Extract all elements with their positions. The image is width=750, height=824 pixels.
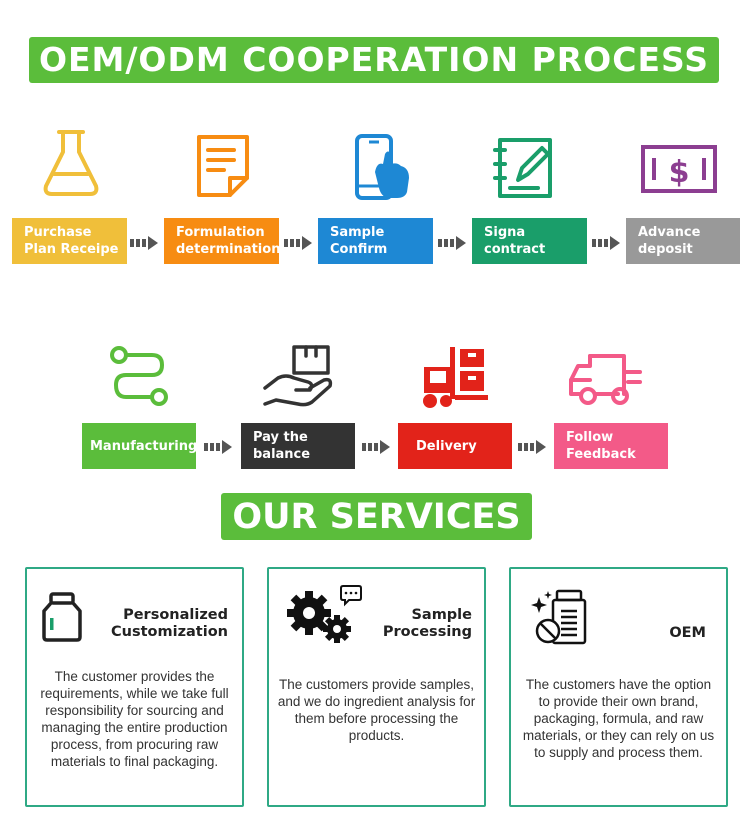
arrow-right-icon bbox=[592, 236, 620, 250]
forklift-icon bbox=[423, 347, 488, 408]
service-card-oem: OEM The customers have the option to pro… bbox=[509, 567, 728, 807]
service-card-description: The customers provide samples, and we do… bbox=[277, 677, 476, 743]
step-label: Sample Confirm bbox=[330, 225, 388, 257]
arrow-right-icon bbox=[518, 440, 546, 454]
arrow-right-icon bbox=[204, 440, 232, 454]
arrow-right-icon bbox=[362, 440, 390, 454]
step-manufacturing: Manufacturing bbox=[82, 423, 198, 469]
process-title-banner: OEM/ODM COOPERATION PROCESS bbox=[29, 37, 719, 83]
step-advance-deposit: Advance deposit bbox=[626, 218, 740, 264]
step-label: Pay the balance bbox=[253, 430, 311, 462]
service-card-description: The customers have the option to provide… bbox=[522, 677, 715, 760]
document-icon bbox=[197, 135, 249, 197]
service-card-description: The customer provides the requirements, … bbox=[40, 669, 229, 769]
step-label: Delivery bbox=[416, 438, 477, 454]
delivery-truck-icon bbox=[569, 354, 642, 405]
hand-box-icon bbox=[263, 345, 333, 407]
notebook-pen-icon bbox=[493, 138, 552, 198]
step-label: Purchase Plan Receipe bbox=[24, 225, 119, 257]
gears-chat-icon bbox=[287, 585, 362, 643]
process-flow-icon bbox=[110, 346, 168, 406]
step-label: Signa contract bbox=[484, 225, 546, 257]
step-label: Manufacturing bbox=[90, 438, 198, 454]
step-sign-contract: Signa contract bbox=[472, 218, 587, 264]
step-sample-confirm: Sample Confirm bbox=[318, 218, 433, 264]
step-label: Advance deposit bbox=[638, 225, 701, 257]
arrow-right-icon bbox=[438, 236, 466, 250]
service-card-sample: Sample Processing The customers provide … bbox=[267, 567, 486, 807]
step-purchase-plan: Purchase Plan Receipe bbox=[12, 218, 127, 264]
step-label: Follow Feedback bbox=[566, 430, 636, 462]
pill-bottle-icon bbox=[531, 589, 587, 645]
flask-icon bbox=[43, 130, 99, 196]
services-title-banner: OUR SERVICES bbox=[221, 493, 532, 540]
svg-text:$: $ bbox=[669, 155, 690, 190]
arrow-right-icon bbox=[130, 236, 158, 250]
money-bill-icon: $ bbox=[641, 145, 717, 193]
service-card-personalized: Personalized Customization The customer … bbox=[25, 567, 244, 807]
arrow-right-icon bbox=[284, 236, 312, 250]
step-pay-balance: Pay the balance bbox=[241, 423, 355, 469]
step-follow-feedback: Follow Feedback bbox=[554, 423, 668, 469]
step-delivery: Delivery bbox=[398, 423, 512, 469]
step-label: Formulation determination bbox=[176, 225, 281, 257]
service-card-title: OEM bbox=[669, 625, 706, 641]
service-card-title: Sample Processing bbox=[382, 607, 472, 640]
step-formulation: Formulation determination bbox=[164, 218, 281, 264]
smartphone-tap-icon bbox=[355, 134, 409, 200]
service-card-title: Personalized Customization bbox=[111, 607, 228, 640]
jar-icon bbox=[42, 592, 82, 642]
